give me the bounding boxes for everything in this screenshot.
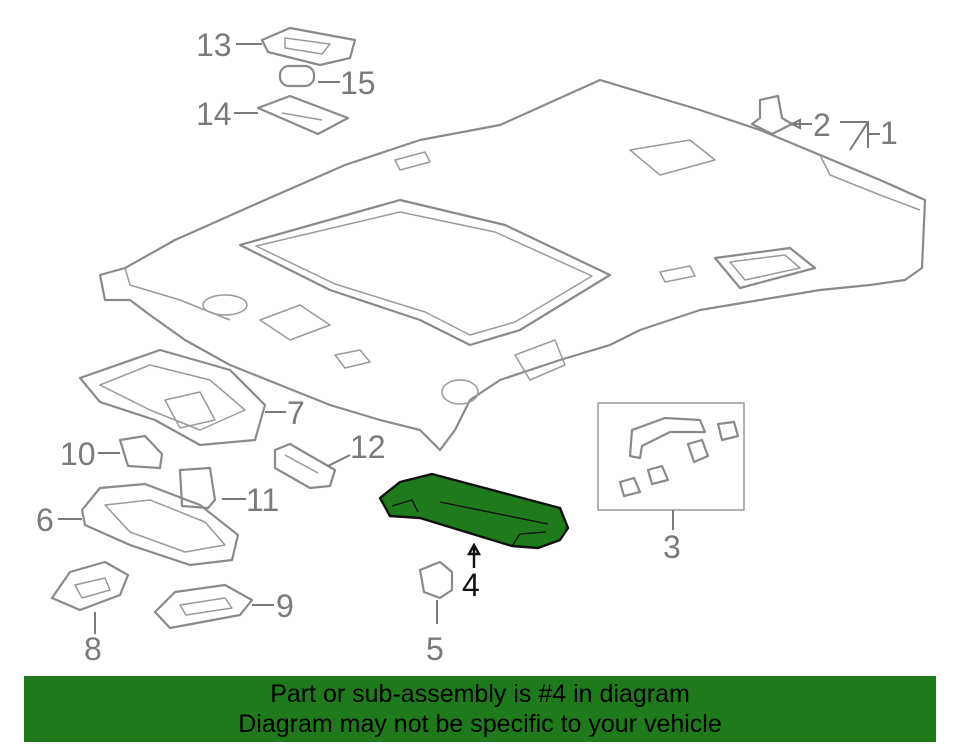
connector-part-11 xyxy=(178,466,217,510)
parts-diagram: 2 1 13 15 14 7 10 12 11 xyxy=(36,26,927,667)
callout-4: 4 xyxy=(462,567,480,603)
notice-banner: Part or sub-assembly is #4 in diagram Di… xyxy=(24,676,936,742)
callout-10: 10 xyxy=(60,436,96,472)
notice-line-2: Diagram may not be specific to your vehi… xyxy=(238,710,722,738)
callout-5: 5 xyxy=(426,631,444,667)
callout-14: 14 xyxy=(196,96,232,132)
callout-3: 3 xyxy=(663,529,681,565)
headliner-panel xyxy=(98,78,927,452)
overhead-console-frame-part-7 xyxy=(78,348,267,447)
switch-part-10 xyxy=(118,434,164,470)
lamp-part-9 xyxy=(153,583,254,630)
callout-12: 12 xyxy=(350,429,386,465)
leader-12 xyxy=(327,454,351,467)
callout-8: 8 xyxy=(84,631,102,667)
lamp-part-8 xyxy=(50,560,130,612)
callout-15: 15 xyxy=(340,65,376,101)
sun-visor-part-4 xyxy=(378,472,570,550)
bulb-part-15 xyxy=(278,64,316,88)
callout-7: 7 xyxy=(287,395,305,431)
callout-9: 9 xyxy=(276,588,294,624)
callout-11: 11 xyxy=(246,482,279,518)
callout-13: 13 xyxy=(196,27,232,63)
callout-6: 6 xyxy=(36,502,54,538)
visor-clip-part-5 xyxy=(418,560,454,600)
console-housing-part-6 xyxy=(80,482,240,567)
retainer-clip-part-2 xyxy=(750,94,812,136)
leader-4 xyxy=(466,542,482,568)
bracket-part-12 xyxy=(273,442,337,490)
lens-part-14 xyxy=(256,94,350,136)
callout-1: 1 xyxy=(880,115,898,151)
notice-line-1: Part or sub-assembly is #4 in diagram xyxy=(270,680,690,708)
callout-1-bracket xyxy=(840,121,880,151)
callout-2: 2 xyxy=(813,107,831,143)
grab-handle-kit-part-3 xyxy=(597,402,745,511)
dome-lamp-part-13 xyxy=(260,26,357,67)
